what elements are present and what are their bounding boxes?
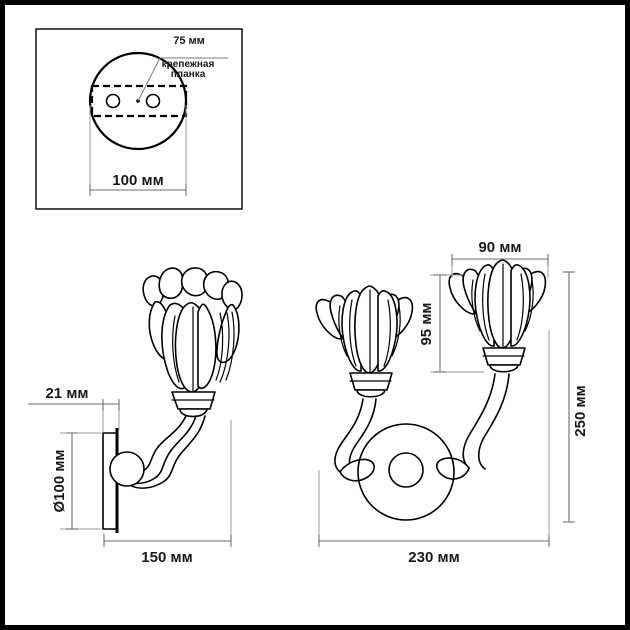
arm-hook-bottom-edge — [129, 481, 164, 489]
left-shade-crease-r — [383, 299, 391, 367]
front-wall-plate-circle — [357, 423, 455, 521]
inset-dim-75: 75 мм — [173, 35, 205, 47]
arm-curve-mid — [154, 415, 197, 479]
right-shade-crease-l — [482, 273, 490, 341]
dim-dia100-group: Ø100 мм — [51, 432, 101, 530]
left-arm-hook — [339, 458, 375, 482]
inset-dim-100: 100 мм — [112, 172, 163, 189]
front-view-group: 90 мм 95 мм 250 мм — [315, 239, 589, 566]
arm-curve-outer — [142, 415, 187, 472]
dim-21mm-group: 21 мм — [28, 385, 120, 432]
left-shade-crease-r2 — [391, 305, 401, 357]
screw-hole-left — [105, 93, 121, 109]
dim-90mm-group: 90 мм — [451, 239, 549, 278]
dim-250mm-group: 250 мм — [563, 271, 589, 523]
right-shade-crease-l2 — [471, 279, 481, 332]
side-view-shade — [142, 267, 243, 418]
mounting-bracket-dashed-rect — [90, 84, 188, 118]
dim-label-250: 250 мм — [572, 385, 589, 436]
dim-label-90: 90 мм — [478, 239, 521, 256]
front-view-wall-plate — [357, 423, 455, 521]
side-view-group: 21 мм Ø100 мм 150 мм — [28, 267, 243, 566]
right-shade-petal-front-right — [510, 264, 531, 347]
mounting-plate-circle — [88, 51, 188, 151]
shade-petal-back-3 — [180, 267, 209, 297]
bracket-label-line2: планка — [171, 69, 206, 80]
screw-hole-right — [145, 93, 161, 109]
wall-plate-knob — [109, 451, 145, 487]
right-arm-edge-outer — [462, 373, 496, 469]
shade-crease-right-3 — [225, 311, 235, 381]
front-view-arms — [334, 373, 510, 482]
dim-label-150: 150 мм — [141, 549, 192, 566]
dim-label-dia100: Ø100 мм — [51, 449, 68, 512]
right-shade-crease-r — [516, 273, 524, 341]
left-shade-petal-front-right — [377, 290, 398, 372]
dim-label-21: 21 мм — [45, 385, 88, 402]
left-shade-collar-base — [356, 389, 386, 398]
dim-150mm-group: 150 мм — [103, 420, 232, 566]
right-arm-edge-inner — [477, 373, 510, 470]
shade-collar-base — [179, 408, 208, 418]
bracket-label-line1: крепежная — [162, 59, 215, 70]
right-shade-crease-r2 — [524, 279, 534, 332]
inset-detail-group: 75 мм крепежная планка 100 мм — [35, 28, 243, 210]
dim-230mm-group: 230 мм — [318, 330, 550, 566]
arm-curve-inner — [162, 415, 206, 483]
right-shade-collar-base — [489, 364, 519, 373]
shade-crease-left-1 — [172, 315, 180, 383]
shade-petal-front-right — [197, 303, 217, 390]
shade-crease-right-1 — [215, 312, 224, 381]
left-shade-crease-l — [349, 299, 357, 367]
inset-detail-frame — [35, 28, 243, 210]
front-view-shade-right — [448, 259, 547, 373]
bracket-leader-line — [137, 57, 228, 102]
dim-label-95: 95 мм — [418, 302, 435, 345]
left-shade-crease-l2 — [338, 305, 348, 357]
shade-crease-right-2 — [219, 312, 230, 383]
dim-95mm-group: 95 мм — [418, 274, 484, 373]
front-wall-plate-knob — [388, 452, 424, 488]
right-arm-hook — [436, 457, 470, 480]
left-arm-edge-outer — [334, 398, 364, 473]
front-view-shade-left — [315, 285, 414, 398]
side-view-wall-plate — [102, 428, 145, 533]
dim-label-230: 230 мм — [408, 549, 459, 566]
shade-petal-back-2 — [158, 267, 184, 300]
